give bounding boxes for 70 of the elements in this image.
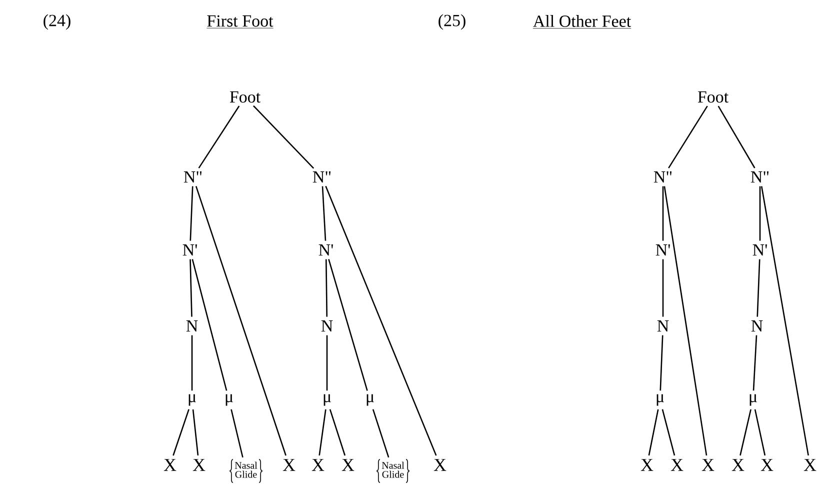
tree-label: μ bbox=[366, 394, 374, 406]
tree-label: N" bbox=[184, 171, 202, 183]
tree-label: N' bbox=[752, 244, 767, 256]
tree-label: X bbox=[732, 459, 744, 471]
branch-line bbox=[760, 186, 809, 456]
branch-line bbox=[230, 409, 244, 458]
tree-label: μ bbox=[656, 394, 664, 406]
tree-label: X bbox=[192, 459, 206, 471]
branch-line bbox=[190, 186, 194, 241]
tree-label: X bbox=[312, 459, 324, 471]
branch-line bbox=[329, 409, 346, 456]
tree-label: N' bbox=[182, 244, 197, 256]
tree-title: All Other Feet bbox=[532, 15, 632, 29]
branch-line bbox=[752, 335, 758, 391]
tree-label: N" bbox=[654, 171, 672, 183]
tree-label: X bbox=[164, 459, 176, 471]
branch-line bbox=[322, 186, 326, 241]
branch-line bbox=[664, 186, 708, 456]
tree-label: μ bbox=[188, 394, 196, 406]
branch-line bbox=[318, 409, 326, 456]
tree-label: N bbox=[321, 320, 333, 332]
branch-line bbox=[195, 186, 286, 456]
tree-label: μ bbox=[750, 394, 757, 406]
example-number: (24) bbox=[44, 14, 70, 30]
branch-line bbox=[192, 409, 199, 456]
segment-set: Nasal Glide bbox=[230, 458, 262, 484]
tree-label: X bbox=[434, 459, 446, 471]
branch-line bbox=[759, 186, 761, 241]
branch-line bbox=[754, 409, 766, 456]
branch-line bbox=[648, 409, 659, 456]
branch-line bbox=[372, 409, 390, 458]
tree-label: X bbox=[760, 459, 774, 471]
tree-title: First Foot bbox=[206, 15, 274, 28]
branch-line bbox=[328, 259, 368, 391]
tree-label: N" bbox=[312, 171, 331, 183]
branch-line bbox=[740, 409, 752, 456]
tree-label: X bbox=[670, 459, 684, 471]
tree-label: N' bbox=[318, 244, 333, 256]
branch-line bbox=[253, 105, 314, 169]
tree-label: X bbox=[342, 459, 354, 471]
branch-line bbox=[190, 259, 192, 317]
tree-label: X bbox=[640, 459, 654, 471]
branch-line bbox=[662, 409, 676, 456]
branch-line bbox=[325, 186, 437, 456]
tree-label: X bbox=[804, 459, 816, 471]
tree-label: Foot bbox=[698, 91, 728, 103]
branch-line bbox=[660, 335, 664, 391]
branch-line bbox=[668, 106, 708, 168]
tree-label: X bbox=[282, 459, 296, 471]
branch-line bbox=[662, 186, 664, 241]
tree-label: N' bbox=[656, 244, 670, 256]
tree-label: N bbox=[657, 320, 669, 332]
branch-line bbox=[326, 335, 328, 391]
segment-set: Nasal Glide bbox=[376, 458, 410, 484]
branch-line bbox=[198, 106, 240, 168]
branch-line bbox=[325, 259, 328, 317]
tree-label: N" bbox=[750, 171, 769, 183]
tree-label: μ bbox=[226, 394, 233, 406]
tree-label: Foot bbox=[230, 91, 260, 103]
branch-line bbox=[756, 259, 760, 317]
tree-label: X bbox=[702, 459, 714, 471]
branch-line bbox=[191, 335, 193, 391]
branch-line bbox=[192, 259, 228, 391]
example-number: (25) bbox=[438, 14, 466, 30]
branch-line bbox=[172, 409, 190, 456]
tree-label: μ bbox=[324, 394, 331, 406]
tree-label: N bbox=[751, 320, 763, 332]
branch-line bbox=[662, 259, 664, 317]
tree-label: N bbox=[186, 320, 198, 332]
branch-line bbox=[718, 106, 756, 168]
